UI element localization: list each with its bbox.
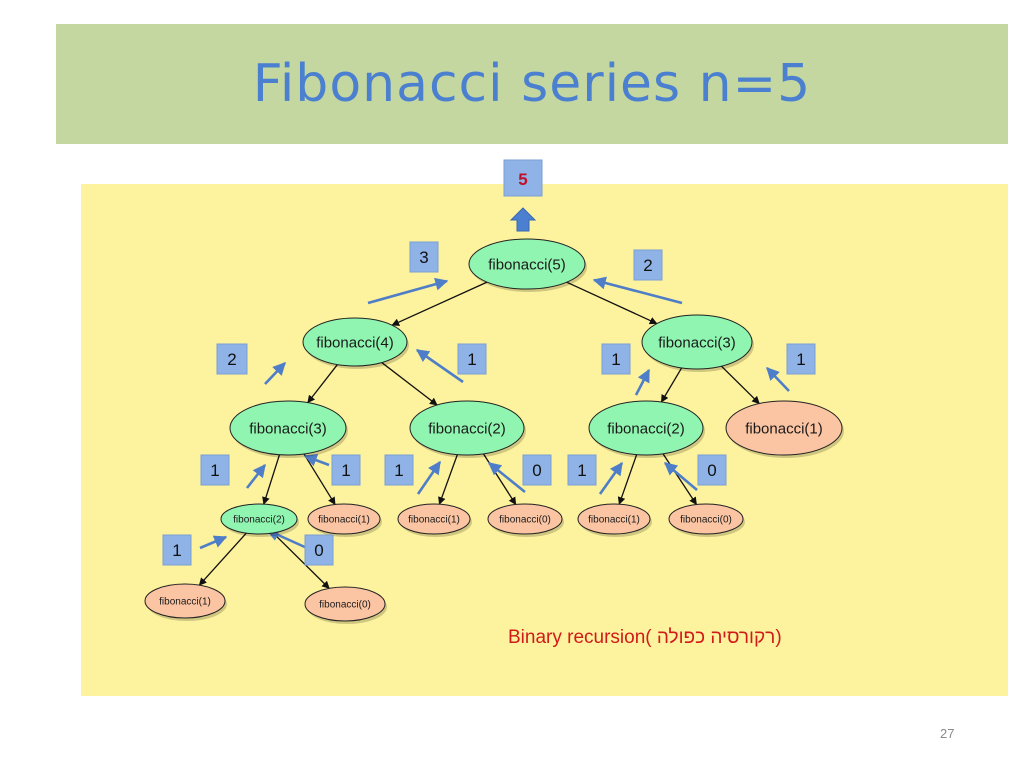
tree-edge [566, 281, 658, 325]
return-arrow [367, 277, 449, 305]
value-badge: 0 [697, 454, 727, 486]
tree-node-label: fibonacci(1) [588, 515, 640, 526]
value-badge: 1 [601, 343, 631, 375]
return-arrow [199, 535, 228, 550]
tree-node-f1r: fibonacci(1) [725, 400, 844, 458]
value-badge: 1 [384, 454, 414, 486]
tree-edge [262, 454, 281, 505]
tree-node-label: fibonacci(3) [249, 420, 327, 437]
tree-node-f1a: fibonacci(1) [307, 503, 382, 537]
value-badge: 0 [522, 454, 552, 486]
tree-node-f0c: fibonacci(0) [668, 503, 745, 537]
badge-value: 2 [227, 350, 236, 369]
title-bar: Fibonacci series n=5 [56, 24, 1008, 144]
return-arrow [634, 368, 651, 396]
slide-number: 27 [940, 726, 955, 741]
edge-layer [198, 281, 760, 589]
tree-node-label: fibonacci(2) [607, 420, 685, 437]
return-arrow-layer [199, 276, 790, 550]
tree-node-f0b: fibonacci(0) [487, 503, 564, 537]
tree-node-f2m: fibonacci(2) [409, 400, 526, 458]
tree-node-label: fibonacci(1) [408, 515, 460, 526]
tree-edge [721, 365, 760, 405]
result-value: 5 [518, 170, 527, 189]
tree-node-f0d: fibonacci(0) [304, 586, 387, 624]
tree-node-f1b: fibonacci(1) [397, 503, 472, 537]
tree-edge [438, 454, 458, 505]
tree-node-f5: fibonacci(5) [468, 238, 587, 292]
badge-value: 0 [707, 461, 716, 480]
value-badge: 1 [200, 454, 230, 486]
badge-value: 1 [210, 461, 219, 480]
return-arrow [245, 463, 267, 489]
tree-edge [617, 454, 638, 505]
badge-value: 1 [341, 461, 350, 480]
badge-value: 1 [611, 350, 620, 369]
return-arrow [303, 454, 330, 467]
tree-node-f2r: fibonacci(2) [588, 400, 705, 458]
badge-value: 1 [577, 461, 586, 480]
tree-edge [272, 532, 330, 589]
slide-title: Fibonacci series n=5 [252, 54, 812, 114]
caption-text: Binary recursion( רקורסיה כפולה) [508, 627, 782, 648]
tree-node-label: fibonacci(1) [745, 420, 823, 437]
value-badge: 1 [567, 454, 597, 486]
tree-node-f4: fibonacci(4) [302, 317, 409, 369]
tree-node-f3r: fibonacci(3) [641, 314, 754, 372]
tree-node-f3l: fibonacci(3) [229, 400, 348, 458]
tree-node-label: fibonacci(1) [159, 597, 211, 608]
value-badge: 2 [633, 249, 663, 281]
value-badge: 0 [304, 534, 334, 566]
return-arrow [598, 461, 624, 495]
value-badge: 1 [786, 343, 816, 375]
badge-value: 1 [394, 461, 403, 480]
tree-node-label: fibonacci(0) [499, 515, 551, 526]
tree-node-label: fibonacci(0) [319, 600, 371, 611]
value-badge: 3 [409, 241, 439, 273]
tree-node-label: fibonacci(4) [316, 334, 394, 351]
value-badge: 1 [457, 343, 487, 375]
tree-node-f1c: fibonacci(1) [577, 503, 652, 537]
node-layer: fibonacci(5) fibonacci(4) fibonacci(3) fibo… [144, 238, 844, 624]
value-badge: 1 [331, 454, 361, 486]
return-arrow [487, 461, 526, 494]
badge-value: 1 [172, 541, 181, 560]
badge-value: 1 [467, 350, 476, 369]
badge-value: 1 [796, 350, 805, 369]
tree-node-label: fibonacci(3) [658, 334, 736, 351]
badge-value: 3 [419, 248, 428, 267]
tree-edge [660, 367, 683, 403]
badge-value: 0 [532, 461, 541, 480]
badge-value: 0 [314, 541, 323, 560]
tree-node-label: fibonacci(2) [428, 420, 506, 437]
badge-layer: 3 2 2 1 1 1 1 1 1 0 1 0 1 0 [162, 241, 816, 566]
tree-edge [381, 362, 438, 406]
tree-node-f1d: fibonacci(1) [144, 583, 227, 621]
tree-node-label: fibonacci(1) [318, 515, 370, 526]
badge-value: 2 [643, 256, 652, 275]
up-arrow-icon [509, 207, 537, 232]
tree-node-label: fibonacci(5) [488, 256, 566, 273]
return-arrow [416, 460, 442, 495]
tree-edge [307, 364, 338, 404]
tree-node-label: fibonacci(2) [233, 515, 285, 526]
result-box: 5 [503, 159, 543, 197]
return-arrow [264, 362, 286, 385]
value-badge: 1 [162, 534, 192, 566]
return-arrow [664, 462, 698, 491]
value-badge: 2 [216, 343, 248, 375]
return-arrow [592, 276, 683, 305]
tree-node-f2ll: fibonacci(2) [220, 503, 299, 537]
return-arrow [766, 367, 790, 392]
tree-edge [662, 453, 697, 506]
return-arrow [415, 348, 464, 384]
tree-edge [198, 532, 247, 586]
tree-edge [391, 281, 488, 326]
tree-node-label: fibonacci(0) [680, 515, 732, 526]
